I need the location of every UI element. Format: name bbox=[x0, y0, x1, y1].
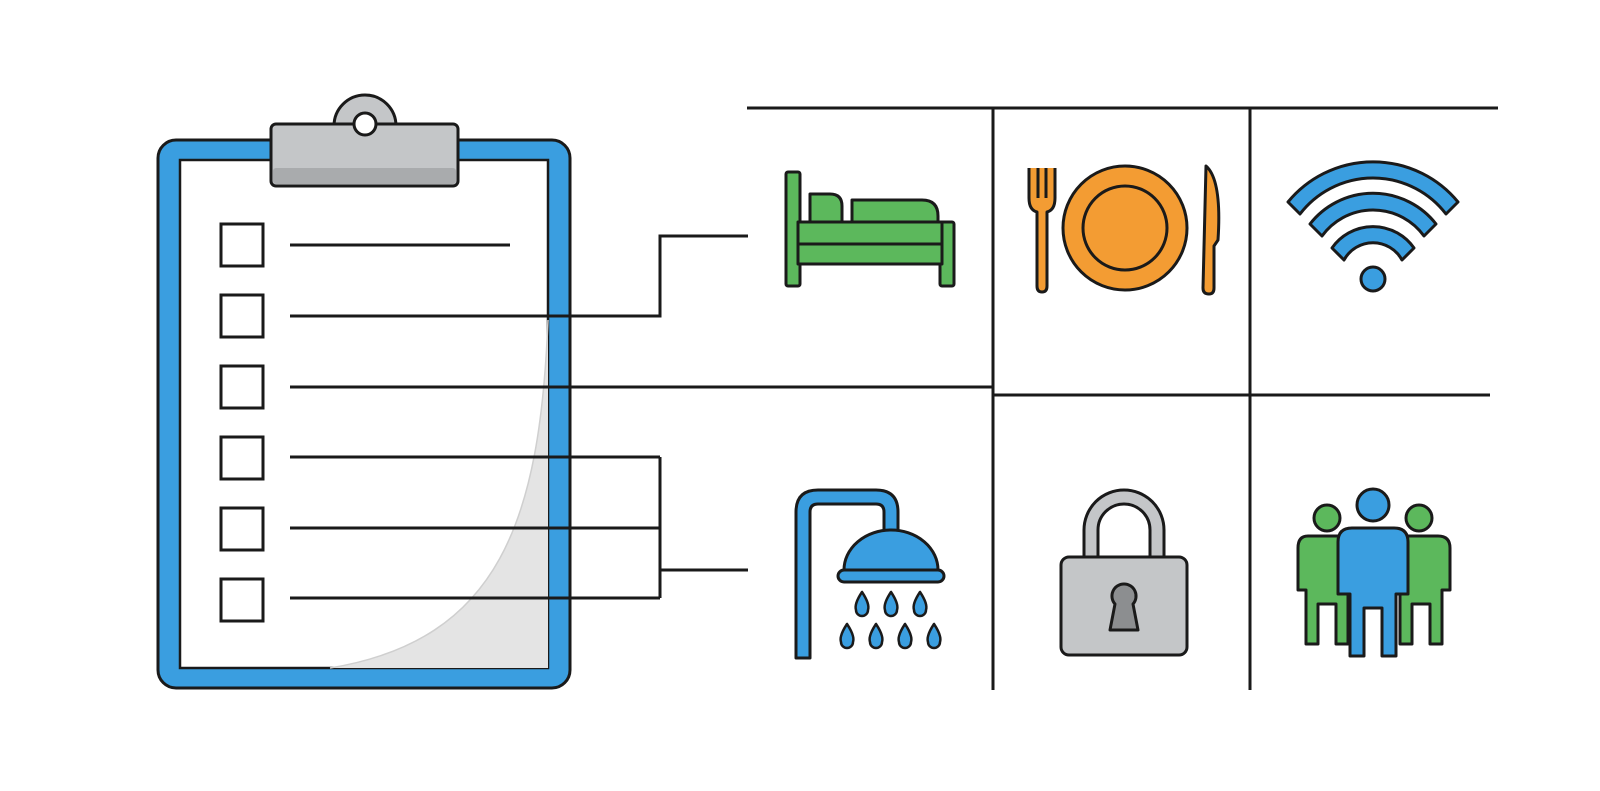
page-curl-shadow bbox=[330, 320, 548, 668]
checkbox-6[interactable] bbox=[219, 577, 265, 623]
clipboard-clip bbox=[269, 93, 460, 188]
page-curl-edge bbox=[329, 319, 549, 669]
wifi-icon bbox=[1286, 160, 1460, 293]
water-drops bbox=[839, 590, 942, 650]
checkbox-1[interactable] bbox=[219, 222, 265, 268]
padlock-icon bbox=[1059, 488, 1189, 657]
checkbox-5[interactable] bbox=[219, 506, 265, 552]
checkbox-4[interactable] bbox=[219, 435, 265, 481]
clip-hole bbox=[352, 111, 378, 137]
checkbox-3[interactable] bbox=[219, 364, 265, 410]
amenity-grid bbox=[747, 106, 1498, 690]
clipboard bbox=[156, 93, 572, 690]
plate-fork-knife-icon bbox=[1027, 164, 1221, 296]
bed-icon bbox=[784, 170, 956, 288]
connector-item-2-to-bed bbox=[290, 234, 748, 318]
people-group-icon bbox=[1296, 487, 1452, 658]
checklist-items bbox=[219, 222, 510, 623]
checkbox-2[interactable] bbox=[219, 293, 265, 339]
shower-icon bbox=[794, 488, 946, 660]
clip-body-shade bbox=[273, 168, 456, 184]
connector-lines bbox=[290, 234, 993, 600]
